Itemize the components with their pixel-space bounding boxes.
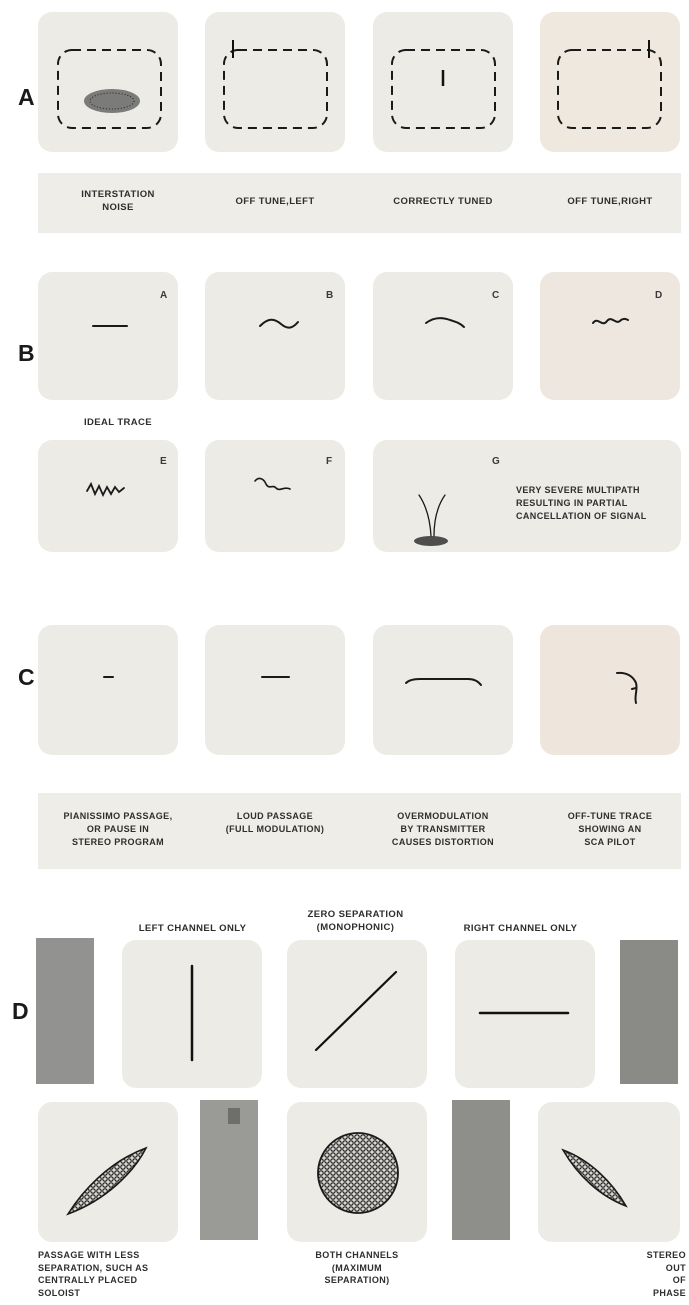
trace-less-separation — [68, 1148, 146, 1214]
trace-max-separation — [318, 1133, 398, 1213]
gray-bar-smudge — [228, 1108, 240, 1124]
caption-max-separation: BOTH CHANNELS (MAXIMUM SEPARATION) — [287, 1249, 427, 1287]
caption-less-separation: PASSAGE WITH LESS SEPARATION, SUCH AS CE… — [38, 1249, 198, 1299]
caption-out-of-phase: STEREO OUT OF PHASE — [630, 1249, 686, 1299]
trace-out-of-phase — [563, 1150, 626, 1206]
